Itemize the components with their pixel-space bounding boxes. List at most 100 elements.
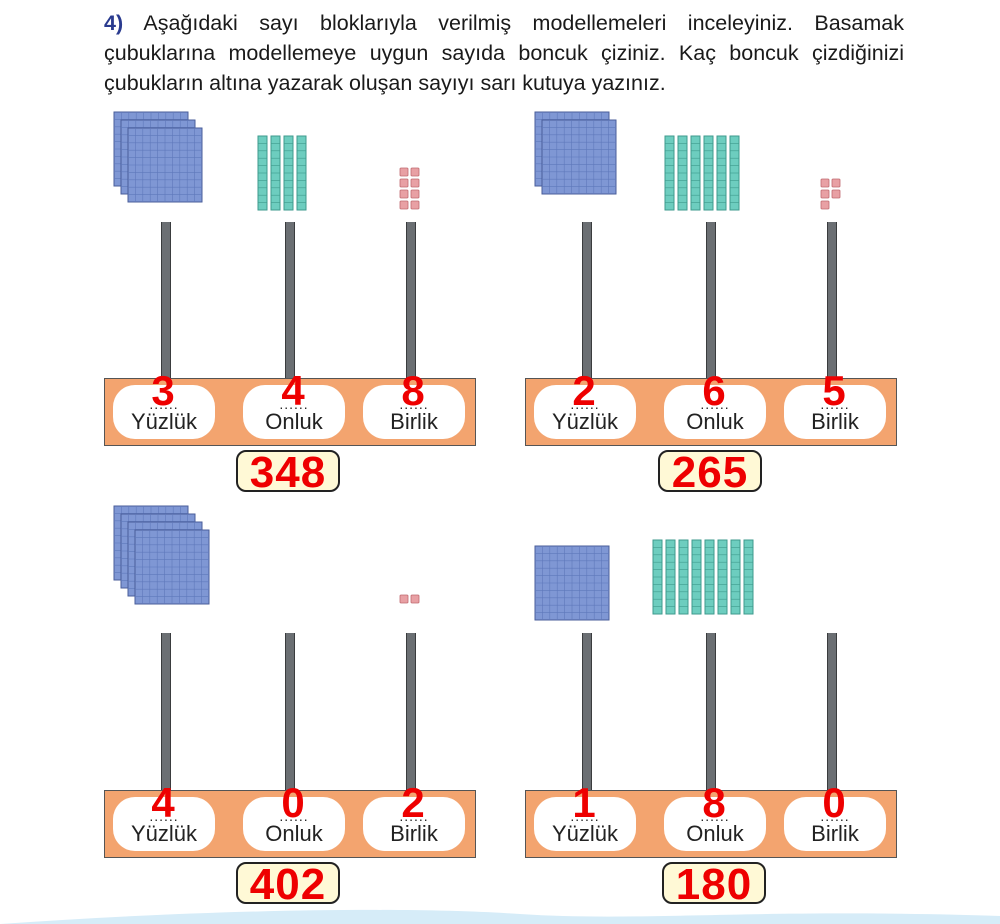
place-name: Birlik: [390, 409, 438, 434]
place-value-base: ......Yüzlük......Onluk......Birlik: [525, 790, 897, 858]
unit-cube: [410, 167, 420, 177]
instruction-text: 4) Aşağıdaki sayı bloklarıyla verilmiş m…: [104, 8, 904, 98]
ten-rod: [677, 135, 688, 211]
base-ten-blocks: [113, 111, 420, 211]
place-rod-ones[interactable]: [827, 633, 837, 790]
unit-cube: [410, 189, 420, 199]
unit-cube: [831, 189, 841, 199]
place-rod-tens[interactable]: [706, 633, 716, 790]
base-ten-blocks: [113, 505, 420, 605]
place-value-base: ......Yüzlük......Onluk......Birlik: [104, 378, 476, 446]
ten-rod: [729, 135, 740, 211]
ten-rod: [690, 135, 701, 211]
handwritten-digit-hundreds: 1: [572, 779, 596, 826]
place-rod-ones[interactable]: [406, 222, 416, 378]
place-name: Birlik: [390, 821, 438, 846]
decorative-wave: [0, 909, 1000, 924]
handwritten-digit-hundreds: 2: [572, 367, 596, 414]
unit-cube: [399, 178, 409, 188]
place-name: Yüzlük: [130, 821, 198, 846]
place-rod-tens[interactable]: [706, 222, 716, 378]
unit-cube: [399, 167, 409, 177]
answer-blank[interactable]: ......: [149, 396, 179, 412]
place-label-ones: ......Birlik: [363, 385, 465, 439]
question-text: Aşağıdaki sayı bloklarıyla verilmiş mode…: [104, 11, 904, 95]
answer-blank[interactable]: ......: [279, 808, 309, 824]
place-rod-tens[interactable]: [285, 633, 295, 790]
place-rod-tens[interactable]: [285, 222, 295, 378]
answer-blank[interactable]: ......: [700, 808, 730, 824]
hundred-flat: [534, 545, 610, 621]
ten-rod: [691, 539, 702, 615]
place-label-ones: ......Birlik: [784, 797, 886, 851]
place-label-tens: ......Onluk: [664, 797, 766, 851]
place-name: Yüzlük: [551, 821, 619, 846]
unit-cube: [399, 200, 409, 210]
result-number: 180: [675, 860, 753, 909]
unit-cube: [820, 178, 830, 188]
place-label-hundreds: ......Yüzlük: [113, 797, 215, 851]
unit-cube: [399, 189, 409, 199]
ten-rod: [296, 135, 307, 211]
ten-rod: [704, 539, 715, 615]
place-label-hundreds: ......Yüzlük: [113, 385, 215, 439]
place-name: Yüzlük: [130, 409, 198, 434]
place-rod-ones[interactable]: [827, 222, 837, 378]
place-rod-hundreds[interactable]: [582, 222, 592, 378]
hundred-flat: [134, 529, 210, 605]
place-rod-hundreds[interactable]: [582, 633, 592, 790]
place-label-ones: ......Birlik: [363, 797, 465, 851]
ten-rod: [665, 539, 676, 615]
handwritten-digit-ones: 2: [401, 779, 425, 826]
place-name: Birlik: [811, 409, 859, 434]
base-ten-blocks: [534, 539, 754, 621]
handwritten-digit-hundreds: 4: [151, 779, 175, 826]
handwritten-digit-tens: 4: [281, 367, 305, 414]
result-number: 265: [671, 448, 749, 497]
place-label-tens: ......Onluk: [243, 797, 345, 851]
unit-cube: [820, 200, 830, 210]
answer-blank[interactable]: ......: [149, 808, 179, 824]
unit-cube: [399, 594, 409, 604]
place-name: Onluk: [686, 409, 744, 434]
ten-rod: [664, 135, 675, 211]
ten-rod: [270, 135, 281, 211]
answer-blank[interactable]: ......: [399, 396, 429, 412]
result-number: 402: [249, 860, 327, 909]
ten-rod: [743, 539, 754, 615]
unit-cube: [410, 200, 420, 210]
place-value-base: ......Yüzlük......Onluk......Birlik: [525, 378, 897, 446]
place-label-tens: ......Onluk: [243, 385, 345, 439]
unit-cube: [831, 178, 841, 188]
place-label-hundreds: ......Yüzlük: [534, 385, 636, 439]
ten-rod: [730, 539, 741, 615]
unit-cube: [410, 594, 420, 604]
answer-blank[interactable]: ......: [820, 808, 850, 824]
unit-cube: [820, 189, 830, 199]
answer-blank[interactable]: ......: [570, 808, 600, 824]
ten-rod: [716, 135, 727, 211]
place-rod-ones[interactable]: [406, 633, 416, 790]
answer-blank[interactable]: ......: [399, 808, 429, 824]
place-rod-hundreds[interactable]: [161, 633, 171, 790]
result-box[interactable]: 348: [236, 449, 340, 497]
answer-blank[interactable]: ......: [279, 396, 309, 412]
place-name: Yüzlük: [551, 409, 619, 434]
base-ten-blocks: [534, 111, 841, 211]
answer-blank[interactable]: ......: [570, 396, 600, 412]
result-box[interactable]: 265: [658, 449, 762, 497]
result-number: 348: [249, 448, 327, 497]
place-rod-hundreds[interactable]: [161, 222, 171, 378]
place-name: Onluk: [686, 821, 744, 846]
result-box[interactable]: 180: [662, 861, 766, 909]
answer-blank[interactable]: ......: [820, 396, 850, 412]
place-label-tens: ......Onluk: [664, 385, 766, 439]
place-label-hundreds: ......Yüzlük: [534, 797, 636, 851]
ten-rod: [678, 539, 689, 615]
handwritten-digit-tens: 8: [702, 779, 726, 826]
place-label-ones: ......Birlik: [784, 385, 886, 439]
answer-blank[interactable]: ......: [700, 396, 730, 412]
result-box[interactable]: 402: [236, 861, 340, 909]
